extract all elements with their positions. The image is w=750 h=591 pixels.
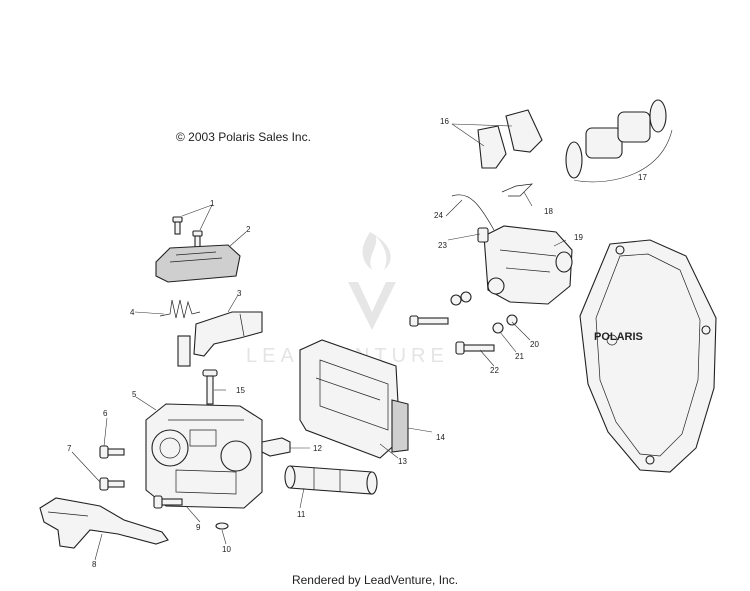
callout-23: 23 xyxy=(438,241,447,250)
callout-13: 13 xyxy=(398,457,407,466)
callout-1: 1 xyxy=(210,199,215,208)
part-15-pin xyxy=(202,369,218,405)
callout-8: 8 xyxy=(92,560,97,569)
part-12-block xyxy=(261,437,291,457)
callout-11: 11 xyxy=(297,510,306,519)
callout-14: 14 xyxy=(436,433,445,442)
callout-16: 16 xyxy=(440,117,449,126)
callout-5: 5 xyxy=(132,390,137,399)
footer-credit: Rendered by LeadVenture, Inc. xyxy=(291,573,459,587)
polaris-brand-on-cover: POLARIS xyxy=(594,331,643,343)
callout-21: 21 xyxy=(515,352,524,361)
gearcase-cover: POLARIS xyxy=(579,239,717,473)
part-23-bleeder xyxy=(477,227,489,243)
part-11-shaft xyxy=(284,465,378,495)
part-10-oring xyxy=(215,522,229,530)
caliper-bolt-lower xyxy=(455,314,518,355)
part-16-brake-pads xyxy=(477,109,543,169)
callout-10: 10 xyxy=(222,545,231,554)
part-9-bolt xyxy=(153,495,183,509)
part-13-14-cover-plate xyxy=(299,339,409,459)
leadventure-watermark: LEADVENTURE xyxy=(246,232,444,367)
callout-2: 2 xyxy=(246,225,251,234)
copyright-notice: © 2003 Polaris Sales Inc. xyxy=(176,130,311,144)
callout-17: 17 xyxy=(638,173,647,182)
callout-24: 24 xyxy=(434,211,443,220)
callout-7: 7 xyxy=(67,444,72,453)
part-7-bolt xyxy=(99,477,125,491)
part-18-clip xyxy=(501,183,533,197)
part-2-cover xyxy=(155,244,241,283)
callout-19: 19 xyxy=(574,233,583,242)
callout-18: 18 xyxy=(544,207,553,216)
callout-6: 6 xyxy=(103,409,108,418)
leader-lines xyxy=(71,123,567,561)
callout-4: 4 xyxy=(130,308,135,317)
callout-12: 12 xyxy=(313,444,322,453)
callout-labels: 1 2 3 4 5 6 7 8 9 10 11 12 13 14 15 16 1… xyxy=(67,117,647,569)
part-3-lever-arm xyxy=(177,311,263,367)
callout-3: 3 xyxy=(237,289,242,298)
part-1-screws xyxy=(172,216,203,249)
caliper-bolt-upper xyxy=(409,291,472,327)
callout-22: 22 xyxy=(490,366,499,375)
part-8-brake-lever xyxy=(39,497,169,549)
part-24-wire xyxy=(451,194,495,231)
part-6-bolt xyxy=(99,445,125,459)
callout-15: 15 xyxy=(236,386,245,395)
part-5-master-cylinder xyxy=(145,403,263,509)
callout-20: 20 xyxy=(530,340,539,349)
part-4-spring xyxy=(159,299,201,319)
callout-9: 9 xyxy=(196,523,201,532)
part-17-pistons-seals xyxy=(565,99,673,183)
part-19-caliper xyxy=(483,225,573,305)
